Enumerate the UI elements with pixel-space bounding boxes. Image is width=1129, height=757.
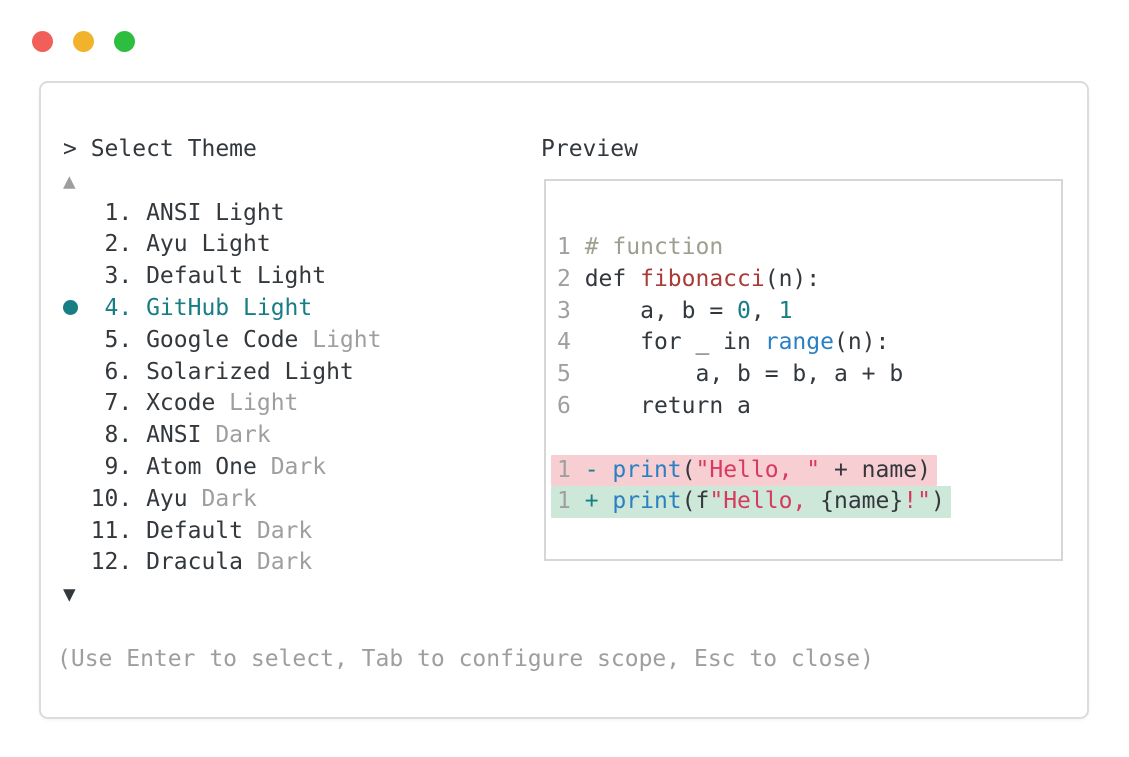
- theme-item-variant: Light: [298, 326, 382, 353]
- theme-item-label: . Ayu Light: [118, 231, 271, 258]
- code-line: 4 for _ in range(n):: [551, 327, 1061, 359]
- code-line: 2 def fibonacci(n):: [551, 264, 1061, 296]
- theme-item-label: . Solarized Light: [118, 358, 354, 385]
- theme-item-default[interactable]: 11. Default Dark: [63, 516, 381, 548]
- code-line: 1 # function: [551, 232, 1061, 264]
- theme-item-variant: Dark: [256, 453, 327, 480]
- keyboard-hint: (Use Enter to select, Tab to configure s…: [57, 646, 874, 672]
- code-line-content: 1 # function: [557, 234, 724, 260]
- theme-item-number: 6: [104, 358, 119, 385]
- diff-removed-line: 1 - print("Hello, " + name): [551, 454, 937, 487]
- theme-item-label: . Ayu: [118, 485, 188, 512]
- select-theme-prompt: > Select Theme: [63, 136, 257, 162]
- code-line: 3 a, b = 0, 1: [551, 296, 1061, 328]
- close-button[interactable]: [32, 31, 53, 52]
- theme-item-atom-one[interactable]: 9. Atom One Dark: [63, 452, 381, 484]
- theme-item-number: 9: [104, 453, 119, 480]
- theme-item-number: 10: [90, 485, 119, 512]
- theme-item-variant: Light: [215, 390, 299, 417]
- theme-item-ansi-light[interactable]: 1. ANSI Light: [63, 198, 381, 230]
- theme-item-number: 1: [104, 199, 119, 226]
- theme-item-number: 11: [90, 517, 119, 544]
- theme-item-ansi[interactable]: 8. ANSI Dark: [63, 420, 381, 452]
- theme-item-number: 4: [104, 294, 119, 321]
- selected-bullet-icon: [63, 293, 91, 325]
- theme-item-variant: Dark: [201, 422, 271, 449]
- theme-item-label: . Default: [118, 517, 243, 544]
- theme-item-ayu-light[interactable]: 2. Ayu Light: [63, 229, 381, 261]
- theme-item-variant: Dark: [187, 485, 257, 512]
- theme-item-default-light[interactable]: 3. Default Light: [63, 261, 381, 293]
- theme-item-number: 5: [104, 326, 119, 353]
- theme-item-github-light[interactable]: 4. GitHub Light: [63, 293, 381, 325]
- code-line-content: 5 a, b = b, a + b: [557, 361, 904, 388]
- theme-item-ayu[interactable]: 10. Ayu Dark: [63, 484, 381, 516]
- theme-item-label: . Atom One: [118, 453, 257, 480]
- code-line: 1 - print("Hello, " + name): [551, 454, 1061, 487]
- theme-item-dracula[interactable]: 12. Dracula Dark: [63, 547, 381, 579]
- zoom-button[interactable]: [114, 31, 135, 52]
- theme-item-google-code[interactable]: 5. Google Code Light: [63, 325, 382, 357]
- theme-item-xcode[interactable]: 7. Xcode Light: [63, 388, 381, 420]
- theme-item-variant: Dark: [243, 517, 313, 544]
- theme-item-number: 3: [104, 263, 119, 290]
- theme-item-label: . Google Code: [118, 326, 299, 353]
- code-line: 6 return a: [551, 391, 1061, 423]
- code-line: [551, 423, 1061, 455]
- theme-item-number: 12: [90, 549, 119, 576]
- scroll-up-icon[interactable]: ▲: [63, 168, 76, 193]
- theme-item-label: . Default Light: [118, 263, 327, 290]
- theme-item-number: 7: [104, 390, 119, 417]
- preview-title: Preview: [541, 136, 638, 162]
- code-sample: 1 # function 2 def fibonacci(n): 3 a, b = …: [551, 232, 1061, 519]
- theme-item-label: . Dracula: [118, 549, 243, 576]
- preview-pane: 1 # function 2 def fibonacci(n): 3 a, b = …: [544, 179, 1063, 561]
- theme-item-label: . ANSI: [118, 422, 202, 449]
- theme-item-label: . ANSI Light: [118, 199, 285, 226]
- diff-added-line: 1 + print(f"Hello, {name}!"): [551, 486, 951, 519]
- theme-item-number: 2: [104, 231, 119, 258]
- code-line-content: 4 for _ in range(n):: [557, 329, 890, 356]
- theme-item-variant: Dark: [243, 549, 313, 576]
- scroll-down-icon[interactable]: ▼: [63, 582, 76, 607]
- code-line: 1 + print(f"Hello, {name}!"): [551, 486, 1061, 519]
- theme-item-label: . Xcode: [118, 390, 216, 417]
- theme-item-number: 8: [104, 422, 119, 449]
- code-line: 5 a, b = b, a + b: [551, 359, 1061, 391]
- code-line-content: 3 a, b = 0, 1: [557, 297, 793, 324]
- code-line-content: 2 def fibonacci(n):: [557, 265, 821, 292]
- theme-item-solarized-light[interactable]: 6. Solarized Light: [63, 357, 381, 389]
- minimize-button[interactable]: [73, 31, 94, 52]
- code-line-content: 6 return a: [557, 392, 751, 419]
- theme-item-label: . GitHub Light: [118, 294, 313, 321]
